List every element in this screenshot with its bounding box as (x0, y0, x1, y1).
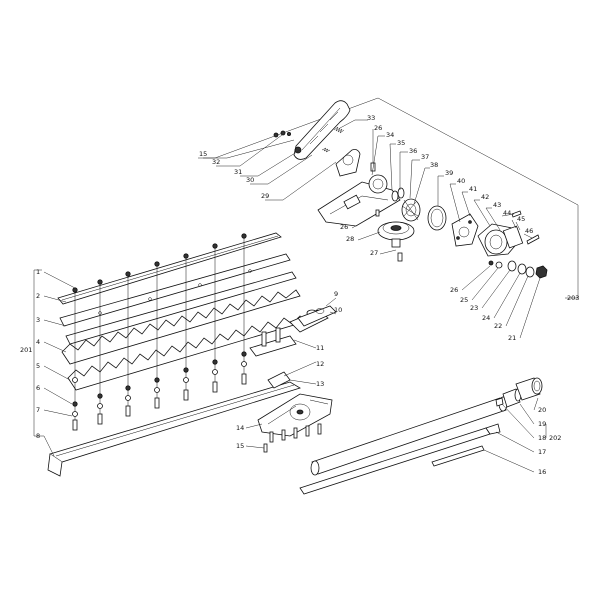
callout-11: 11 (316, 344, 324, 352)
blade-assembly (33, 232, 337, 477)
callout-30: 30 (246, 176, 254, 184)
callout-22: 22 (494, 322, 502, 330)
bolt-column (241, 233, 247, 385)
link-plate (249, 327, 297, 357)
callouts-shaft: 20 19 18 17 16 (538, 406, 546, 476)
callout-1: 1 (36, 268, 40, 276)
callout-40: 40 (457, 177, 465, 185)
callout-26-b: 26 (340, 223, 348, 231)
callout-35: 35 (397, 139, 405, 147)
bolt-column (125, 271, 131, 417)
callout-201: 201 (20, 346, 32, 354)
callout-37: 37 (421, 153, 429, 161)
bolts-right (511, 210, 540, 245)
callout-43: 43 (493, 201, 501, 209)
callout-32: 32 (212, 158, 220, 166)
callout-34: 34 (386, 131, 394, 139)
callout-31-top: 31 (234, 168, 242, 176)
bolt-columns (72, 233, 247, 431)
blade-cover-bar (57, 232, 282, 305)
gearbox-head (477, 219, 524, 257)
callout-45: 45 (517, 215, 525, 223)
guide-rail (47, 381, 301, 477)
bevel-gear (401, 198, 421, 222)
leaders-blade (43, 271, 337, 457)
callouts-gear-lower: 26 28 27 (340, 223, 378, 257)
drive-shaft (299, 423, 501, 495)
callout-26-a: 26 (374, 124, 382, 132)
spring (333, 126, 345, 134)
callout-18: 18 (538, 434, 546, 442)
callout-36: 36 (409, 147, 417, 155)
clip-18 (495, 397, 504, 407)
cutter-blade-top (61, 289, 301, 365)
callout-6: 6 (36, 384, 40, 392)
callouts-gear-sequence: 26 34 35 36 37 38 39 40 41 42 43 44 45 4… (374, 124, 533, 235)
bolt-column (97, 279, 103, 425)
handle-grip (293, 100, 351, 160)
callout-42: 42 (481, 193, 489, 201)
gear-wheel (377, 221, 415, 248)
callout-15-top: 15 (199, 150, 207, 158)
callouts-blade-right: 9 10 11 12 13 14 15 (236, 290, 342, 450)
callouts-upper-left: 15 32 31 30 29 (199, 150, 269, 200)
gear-housing (317, 149, 401, 227)
leaders-upper (203, 119, 541, 339)
blade-bar-lower (65, 271, 297, 345)
callout-12: 12 (316, 360, 324, 368)
callout-28: 28 (346, 235, 354, 243)
callout-44: 44 (503, 209, 511, 217)
callout-7: 7 (36, 406, 40, 414)
coupler-20 (515, 377, 543, 401)
callout-23: 23 (470, 304, 478, 312)
bolt-column (183, 253, 189, 401)
callout-3: 3 (36, 316, 40, 324)
blade-gear-housing (257, 393, 333, 437)
connecting-rod (289, 305, 337, 333)
callout-29: 29 (261, 192, 269, 200)
callout-203: 203 (567, 294, 579, 302)
washers-top (391, 187, 447, 231)
callout-14: 14 (236, 424, 244, 432)
leaders-shaft (483, 397, 547, 473)
callout-4: 4 (36, 338, 40, 346)
callout-38: 38 (430, 161, 438, 169)
screw-set (273, 130, 291, 138)
bolt-column (154, 261, 160, 409)
nut-washer-stack (488, 260, 548, 279)
spring-small (321, 147, 331, 153)
callout-19: 19 (538, 420, 546, 428)
callout-41: 41 (469, 185, 477, 193)
callout-46: 46 (525, 227, 533, 235)
callout-17: 17 (538, 448, 546, 456)
callout-10: 10 (334, 306, 342, 314)
callouts-blade-left: 1 2 3 4 5 6 7 8 (36, 268, 40, 440)
callout-16: 16 (538, 468, 546, 476)
callouts-handle: 33 (367, 114, 375, 122)
callout-39: 39 (445, 169, 453, 177)
gear-cover (451, 213, 479, 247)
callout-15-bottom: 15 (236, 442, 244, 450)
bolt-column (72, 287, 78, 431)
blade-bar-upper (59, 253, 291, 327)
callout-5: 5 (36, 362, 40, 370)
callout-25: 25 (460, 296, 468, 304)
callout-9: 9 (334, 290, 338, 298)
callout-2: 2 (36, 292, 40, 300)
callout-13: 13 (316, 380, 324, 388)
bolt-column (212, 243, 218, 393)
callouts-gear-bottom: 26 25 23 24 22 21 (450, 286, 516, 342)
callout-202: 202 (549, 434, 561, 442)
shaft-assembly (299, 377, 547, 495)
callout-21: 21 (508, 334, 516, 342)
callout-33: 33 (367, 114, 375, 122)
callout-26-c: 26 (450, 286, 458, 294)
callout-20: 20 (538, 406, 546, 414)
gearbox-assembly (198, 97, 579, 339)
callout-24: 24 (482, 314, 490, 322)
callout-27: 27 (370, 249, 378, 257)
callout-8: 8 (36, 432, 40, 440)
